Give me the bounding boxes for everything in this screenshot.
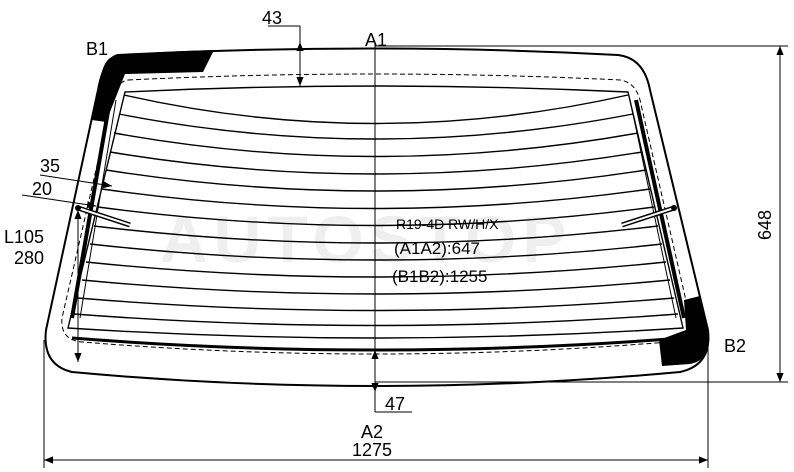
- glass-outer-contour: [44, 47, 710, 387]
- terminal-left: [75, 205, 131, 228]
- heating-line: [118, 113, 634, 140]
- dim-width: 1275: [352, 440, 392, 460]
- bus-bar-right-line: [629, 99, 677, 319]
- heating-line: [105, 169, 647, 192]
- edge-35-leader: [39, 174, 113, 189]
- point-b1: B1: [86, 39, 108, 59]
- dim-bottom-offset: 47: [385, 394, 405, 414]
- dim-l105: L105: [4, 227, 44, 247]
- bus-bar-left-line: [79, 99, 117, 319]
- heating-line: [123, 94, 629, 125]
- terminal-right: [621, 205, 677, 228]
- corner-block-b2: [659, 296, 709, 366]
- point-b2: B2: [724, 336, 746, 356]
- dim-top-offset: 43: [262, 8, 282, 28]
- bus-bar-right: [634, 99, 686, 319]
- dim-280: 280: [14, 248, 44, 268]
- point-a2: A2: [361, 422, 383, 442]
- heating-line: [85, 261, 667, 278]
- corner-block-b1: [92, 50, 214, 122]
- bottom-molding: [71, 336, 683, 352]
- point-a1: A1: [365, 30, 387, 50]
- dim-edge-20: 20: [32, 179, 52, 199]
- dim-edge-35: 35: [40, 156, 60, 176]
- heating-line: [81, 279, 671, 295]
- heating-line: [109, 151, 643, 175]
- b1b2-label: (B1B2):1255: [392, 267, 487, 286]
- heating-line: [113, 132, 639, 158]
- heating-line: [77, 297, 675, 312]
- glass-inner-contour: [61, 73, 691, 355]
- model-label: R19-4D RW/H/X: [396, 216, 499, 232]
- dim-height: 648: [755, 210, 775, 240]
- a1a2-label: (A1A2):647: [394, 239, 480, 258]
- heating-line: [73, 313, 679, 327]
- edge-20-leader: [21, 194, 97, 209]
- glass-inner-frame: [67, 85, 684, 339]
